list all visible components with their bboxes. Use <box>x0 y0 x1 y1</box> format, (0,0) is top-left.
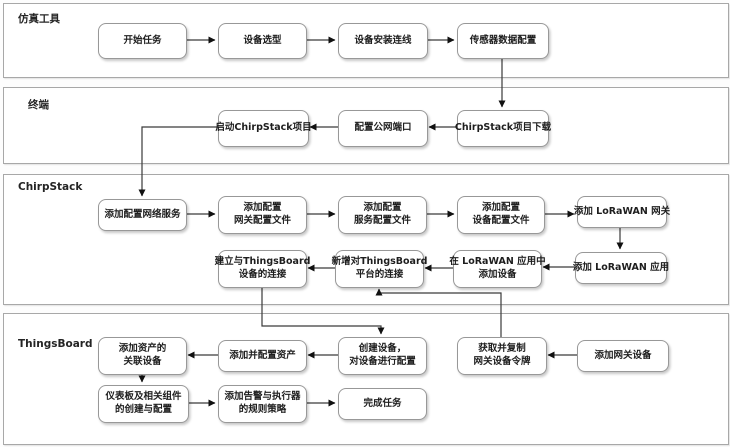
node-label-line: 配置公网端口 <box>354 122 412 134</box>
node-label-line: 添加配置网络服务 <box>104 208 181 220</box>
node-label-line: 设备配置文件 <box>472 215 530 226</box>
node-label-line: 添加网关设备 <box>594 349 652 361</box>
node-label-line: 添加配置 <box>243 202 282 214</box>
swimlane-terminal: 终端 <box>3 87 729 164</box>
node-device-install-wiring: 设备安装连线 <box>338 23 428 59</box>
node-device-selection: 设备选型 <box>218 23 307 59</box>
node-add-device-in-app: 在 LoRaWAN 应用中添加设备 <box>449 250 546 288</box>
node-label-line: 添加 LoRaWAN 应用 <box>572 261 670 273</box>
node-add-gateway-device: 添加网关设备 <box>577 340 669 372</box>
node-sensor-data-config: 传感器数据配置 <box>457 23 549 59</box>
node-label-line: 的规则策略 <box>238 404 287 415</box>
node-service-profile: 添加配置服务配置文件 <box>338 196 427 234</box>
node-label-line: 设备选型 <box>243 34 282 46</box>
node-label-line: 添加配置 <box>481 202 520 214</box>
connector-get-copy-token-to-new-tb-connection <box>375 288 502 337</box>
node-finish-task: 完成任务 <box>338 388 427 420</box>
node-asset-related-devices: 添加资产的关联设备 <box>98 337 187 375</box>
swimlane-label-chirpstack: ChirpStack <box>18 181 83 193</box>
node-add-configure-asset: 添加并配置资产 <box>218 340 307 372</box>
swimlane-label-thingsboard: ThingsBoard <box>18 338 93 350</box>
node-label-line: 获取并复制 <box>478 343 526 355</box>
node-label-line: 传感器数据配置 <box>469 34 537 46</box>
node-label-line: 设备安装连线 <box>354 34 412 46</box>
node-label-line: 关联设备 <box>123 356 162 367</box>
node-network-service: 添加配置网络服务 <box>98 199 187 231</box>
node-label-line: ChirpStack项目下载 <box>454 122 552 134</box>
node-chirpstack-download: ChirpStack项目下载 <box>454 110 552 147</box>
swimlane-label-terminal: 终端 <box>28 99 49 111</box>
node-public-port-config: 配置公网端口 <box>338 110 428 147</box>
connector-launch-chirpstack-to-network-service <box>138 126 218 197</box>
node-launch-chirpstack: 启动ChirpStack项目 <box>215 110 312 147</box>
node-label-line: 网关设备令牌 <box>473 356 531 367</box>
node-label-line: 开始任务 <box>123 34 162 46</box>
node-label-line: 添加 LoRaWAN 网关 <box>573 205 671 217</box>
node-label-line: 新增对ThingsBoard <box>331 256 428 268</box>
swimlane-thingsboard: ThingsBoard <box>3 313 729 445</box>
node-label-line: 添加设备 <box>478 269 517 280</box>
node-label-line: 的创建与配置 <box>114 404 172 415</box>
node-get-copy-token: 获取并复制网关设备令牌 <box>457 337 547 375</box>
node-label-line: 完成任务 <box>363 397 402 409</box>
node-gateway-profile: 添加配置网关配置文件 <box>218 196 307 234</box>
node-label-line: 平台的连接 <box>355 269 404 280</box>
node-start-task: 开始任务 <box>98 23 187 59</box>
node-create-device: 创建设备，对设备进行配置 <box>338 337 427 375</box>
node-label-line: 添加告警与执行器 <box>224 391 301 403</box>
node-add-lorawan-gateway: 添加 LoRaWAN 网关 <box>573 196 671 228</box>
node-label-line: 对设备进行配置 <box>349 356 416 367</box>
node-label-line: 添加并配置资产 <box>229 349 296 361</box>
node-label-line: 启动ChirpStack项目 <box>215 122 312 134</box>
node-label-line: 网关配置文件 <box>233 215 291 226</box>
node-add-lorawan-app: 添加 LoRaWAN 应用 <box>572 252 670 284</box>
node-label-line: 添加配置 <box>363 202 402 214</box>
node-label-line: 建立与ThingsBoard <box>214 256 311 268</box>
node-alarm-actuator-rules: 添加告警与执行器的规则策略 <box>218 385 307 423</box>
node-label-line: 添加资产的 <box>118 343 167 355</box>
node-label-line: 创建设备， <box>358 343 407 355</box>
node-label-line: 服务配置文件 <box>353 215 411 226</box>
node-device-profile: 添加配置设备配置文件 <box>457 196 545 234</box>
node-label-line: 设备的连接 <box>238 269 287 280</box>
node-dashboard-components: 仪表板及相关组件的创建与配置 <box>98 385 189 423</box>
connector-establish-tb-device-to-create-device <box>261 286 385 335</box>
node-label-line: 仪表板及相关组件 <box>105 391 182 403</box>
swimlane-label-sim-tools: 仿真工具 <box>18 13 60 25</box>
node-label-line: 在 LoRaWAN 应用中 <box>449 256 546 268</box>
